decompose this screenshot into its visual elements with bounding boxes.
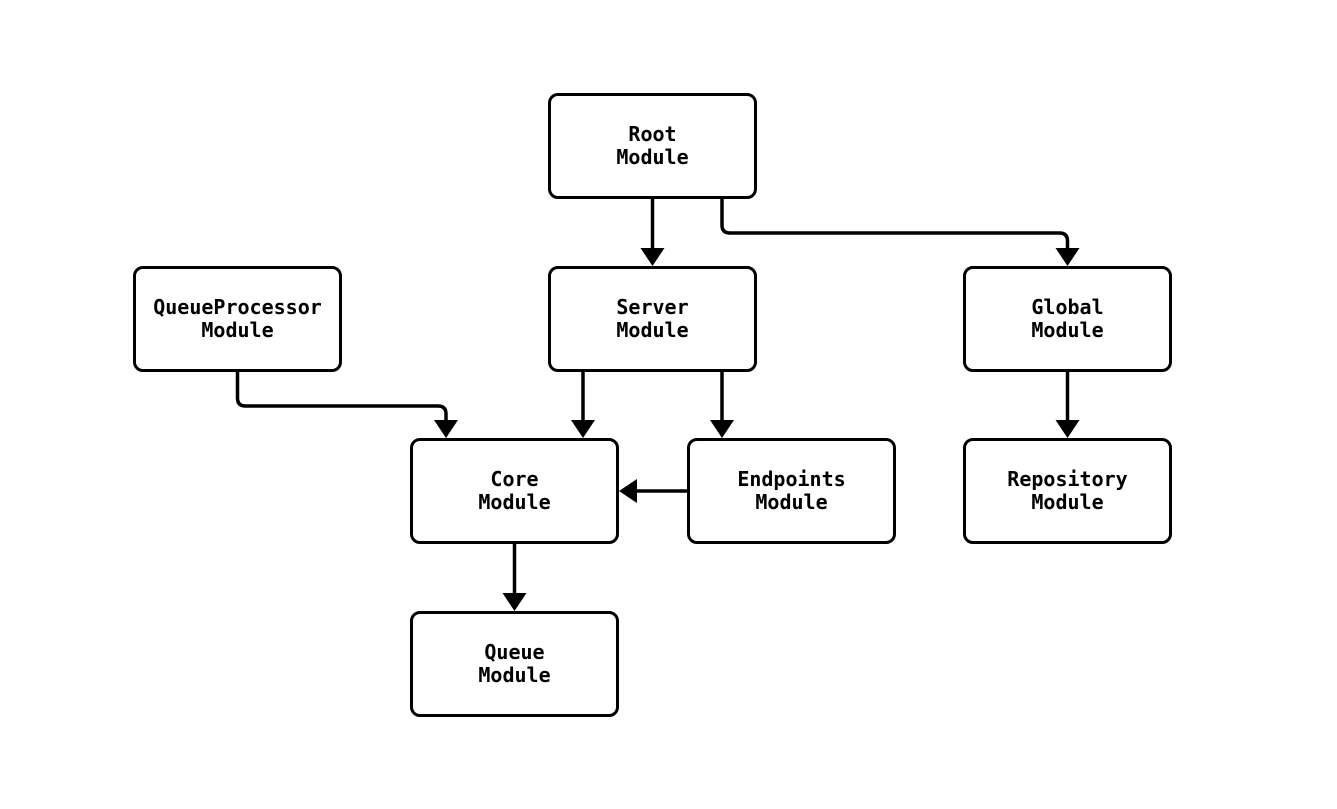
edge-server-to-core <box>571 372 595 438</box>
node-global-module: Global Module <box>963 266 1172 372</box>
arrowhead-down-icon <box>1055 248 1080 266</box>
node-queueprocessor-module: QueueProcessor Module <box>133 266 342 372</box>
node-label: Endpoints Module <box>737 467 846 514</box>
edge-server-to-endpoints <box>710 372 734 438</box>
edge-root-to-global <box>720 199 1080 266</box>
node-label: Core Module <box>478 467 551 514</box>
node-label: Root Module <box>616 122 689 169</box>
node-server-module: Server Module <box>548 266 757 372</box>
arrowhead-down-icon <box>502 593 527 611</box>
node-label: QueueProcessor Module <box>153 295 322 342</box>
arrowhead-left-icon <box>619 479 637 503</box>
arrowhead-down-icon <box>434 420 458 438</box>
node-label: Queue Module <box>478 640 551 687</box>
arrowhead-down-icon <box>571 420 595 438</box>
node-label: Server Module <box>616 295 689 342</box>
arrowhead-down-icon <box>710 420 734 438</box>
edge-endpoints-to-core <box>619 479 687 503</box>
node-core-module: Core Module <box>410 438 619 544</box>
node-root-module: Root Module <box>548 93 757 199</box>
arrowhead-down-icon <box>640 248 665 266</box>
edge-core-to-queue <box>502 544 527 611</box>
node-label: Global Module <box>1031 295 1104 342</box>
node-queue-module: Queue Module <box>410 611 619 717</box>
edge-queueprocessor-to-core <box>235 372 458 438</box>
node-repository-module: Repository Module <box>963 438 1172 544</box>
edge-root-to-server <box>640 199 665 266</box>
node-endpoints-module: Endpoints Module <box>687 438 896 544</box>
edge-global-to-repository <box>1055 372 1080 438</box>
node-label: Repository Module <box>1007 467 1128 514</box>
arrowhead-down-icon <box>1055 420 1080 438</box>
